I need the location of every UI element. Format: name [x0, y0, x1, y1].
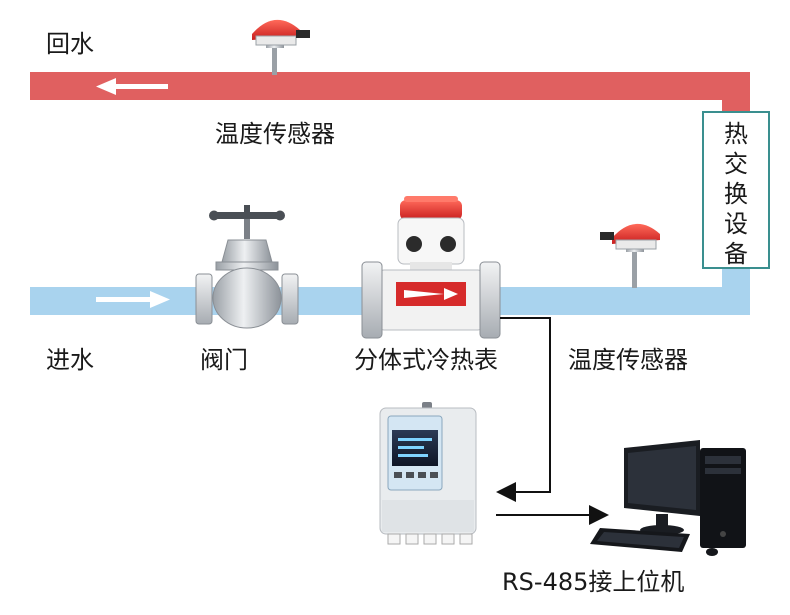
temperature-sensor-top	[252, 19, 310, 75]
gate-valve	[195, 205, 299, 329]
temp-sensor-top-label: 温度传感器	[215, 120, 335, 148]
flow-meter	[361, 196, 501, 339]
heat-exchanger-char-4: 设	[724, 210, 748, 238]
arrow-left-icon	[96, 78, 168, 95]
heat-exchanger-char-1: 热	[724, 120, 748, 148]
arrow-right-icon	[96, 291, 170, 308]
computer-icon	[590, 440, 746, 556]
temperature-sensor-bottom	[600, 223, 660, 288]
heat-exchanger-box: 热 交 换 设 备	[702, 111, 770, 269]
temp-sensor-bottom-label: 温度传感器	[568, 346, 688, 374]
rs485-label: RS-485接上位机	[502, 568, 684, 596]
return-water-label: 回水	[46, 30, 94, 58]
signal-line-meter-to-converter	[496, 317, 551, 502]
heat-exchanger-char-3: 换	[724, 180, 748, 208]
return-pipe	[30, 72, 750, 112]
supply-water-label: 进水	[46, 346, 94, 374]
valve-label: 阀门	[200, 346, 248, 374]
flow-meter-label: 分体式冷热表	[354, 346, 498, 374]
heat-exchanger-char-2: 交	[724, 150, 748, 178]
heat-exchanger-char-5: 备	[724, 240, 748, 268]
calculator-unit	[379, 402, 477, 545]
